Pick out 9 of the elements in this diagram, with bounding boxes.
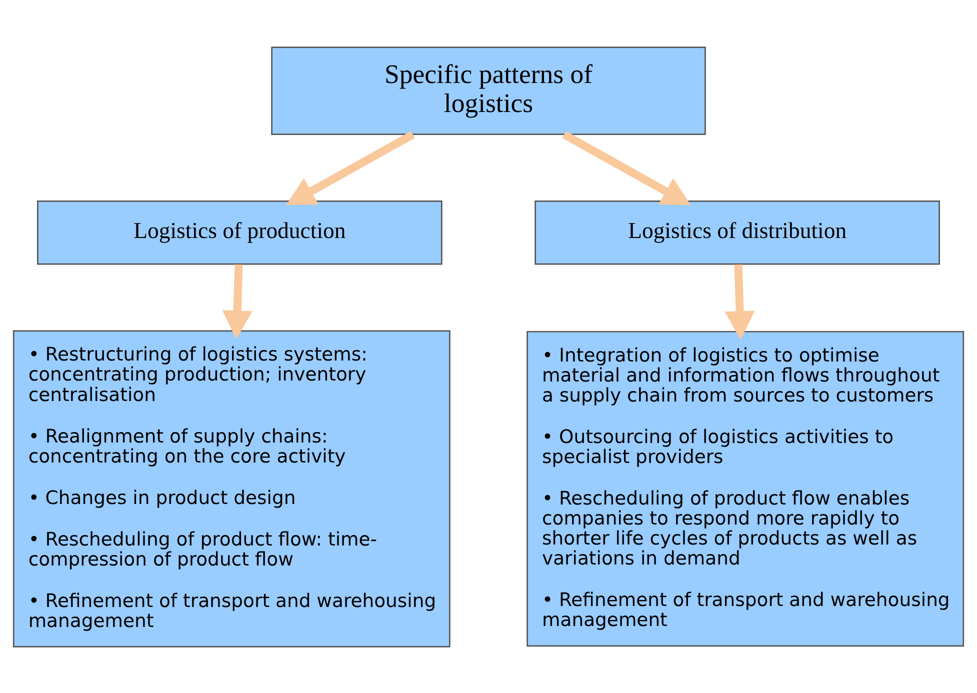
arrow [222,264,252,339]
node-box: Logistics of distribution [534,200,940,264]
node-box: Specific patterns of logistics [271,46,706,134]
arrow [724,264,755,340]
node-box: Logistics of production [37,200,442,264]
arrow [286,130,415,205]
node-box: • Restructuring of logistics systems: concentrating production; inventory centralisation • Realignment of supply chains: concentrating on the core activity • Changes in product design • Rescheduling of product flow: time-compression of product flow • Refinement of transport and warehousing management [12,330,450,647]
node-box: • Integration of logistics to optimise material and information flows throughout a supply chain from sources to customers • Outsourcing of logistics activities to specialist providers • Rescheduling of product flow enables companies to respond more rapidly to shorter life cycles of products as well as variations in demand • Refinement of transport and warehousing management [526,330,964,646]
arrow [562,130,691,205]
